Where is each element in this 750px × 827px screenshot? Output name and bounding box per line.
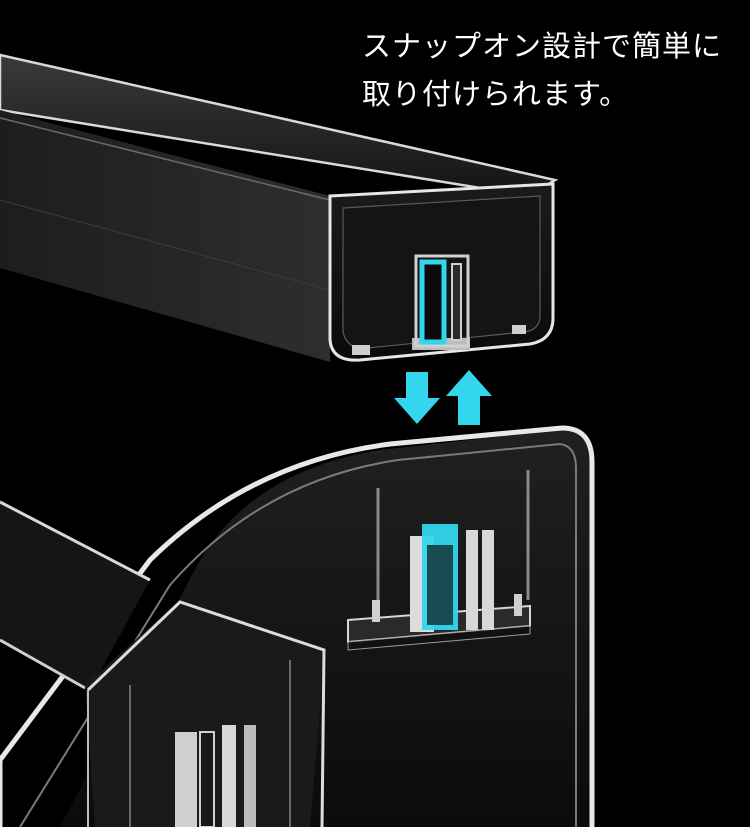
caption: スナップオン設計で簡単に 取り付けられます。 — [362, 22, 732, 118]
lower-shelf — [0, 500, 326, 827]
caption-line-1: スナップオン設計で簡単に — [362, 29, 723, 63]
rail-clip — [414, 254, 470, 348]
arrow-up-icon — [446, 370, 492, 425]
panel-slot-bracket — [347, 470, 531, 651]
upper-shelf-rail — [0, 53, 559, 362]
caption-line-2: 取り付けられます。 — [362, 77, 630, 111]
arrow-down-icon — [394, 372, 440, 424]
